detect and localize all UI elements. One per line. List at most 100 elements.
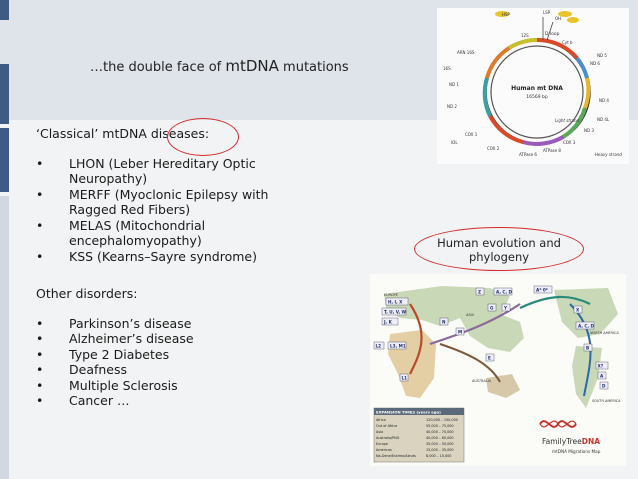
table-cell: Africa <box>376 418 386 422</box>
list-item: •KSS (Kearns–Sayre syndrome) <box>36 248 257 264</box>
list-item: •Cancer … <box>36 393 130 408</box>
table-cell: Americas <box>376 448 392 452</box>
light-strand-ring <box>490 45 584 139</box>
table-cell: 40,000 – 60,000 <box>426 436 454 440</box>
table-cell: 120,000 – 150,000 <box>426 418 458 422</box>
list-item: •Deafness <box>36 362 128 377</box>
land-north-america <box>554 288 618 338</box>
haplogroup-label: A* 0* <box>536 288 549 293</box>
slide-title: …the double face of mtDNA mutations <box>90 57 349 75</box>
region-label: SOUTH AMERICA <box>592 399 621 403</box>
haplogroup-label: Y <box>503 306 508 311</box>
haplogroup-label: X? <box>598 364 604 369</box>
diagram-label: D loop <box>545 31 560 37</box>
haplogroup-label: X <box>576 308 580 313</box>
classical-heading: ‘Classical’ mtDNA diseases: <box>36 126 210 141</box>
strand-label: Light strand <box>555 118 580 123</box>
accent-bar <box>0 196 9 479</box>
table-cell: Asia <box>376 430 383 434</box>
gene-label: COX 3 <box>563 140 576 145</box>
region-label: AUSTRALIA <box>471 379 492 383</box>
diagram-label: HSP <box>502 12 511 17</box>
migration-arrow <box>519 295 591 309</box>
migration-arrow <box>409 303 423 375</box>
gene-arc <box>485 46 511 79</box>
gene-arc <box>488 115 524 144</box>
gene-label: ND 4L <box>597 117 610 122</box>
gene-arc <box>583 77 591 109</box>
gene-label: ARN 16S <box>457 50 475 55</box>
haplogroup-label: A, C, D <box>578 324 594 329</box>
gene-label: IOL <box>451 140 458 145</box>
promoter-mark <box>567 17 579 23</box>
haplogroup-label: L3, M1 <box>390 344 406 349</box>
list-item: •Multiple Sclerosis <box>36 377 178 393</box>
classical-disease-list: •LHON (Leber Hereditary Optic Neuropathy… <box>36 156 296 265</box>
haplogroup-label: A, C, D <box>496 290 512 295</box>
haplogroup-label: E <box>488 356 491 361</box>
haplogroup-label: D <box>602 384 606 389</box>
migration-arrow <box>429 303 521 346</box>
haplogroup-label: L2 <box>376 344 382 349</box>
table-cell: Out of Africa <box>376 424 397 428</box>
gene-label: ND 4 <box>599 98 609 103</box>
gene-label: 12S <box>521 33 529 38</box>
haplogroup-label: N <box>442 320 446 325</box>
table-cell: Na-Dene/Eskimo/Aleuts <box>376 454 416 458</box>
table-cell: Australia/PNG <box>376 436 400 440</box>
list-item: •LHON (Leber Hereditary Optic Neuropathy… <box>36 155 256 187</box>
haplogroup-label: L1 <box>402 376 408 381</box>
dna-helix-icon <box>539 420 577 428</box>
gene-arc <box>561 107 587 139</box>
gene-label: COX 2 <box>487 146 500 151</box>
list-item: •Type 2 Diabetes <box>36 346 170 362</box>
haplogroup-label: G <box>490 306 494 311</box>
gene-label: ND 6 <box>590 61 600 66</box>
gene-label: Cyt b <box>562 40 573 45</box>
migration-arrow <box>439 343 501 383</box>
haplogroup-label: J, K <box>383 320 393 325</box>
table-cell: 8,000 – 10,000 <box>426 454 451 458</box>
table-header <box>374 408 464 415</box>
gene-label: ND 3 <box>584 128 594 133</box>
evolution-callout: Human evolution and phylogeny <box>437 236 561 264</box>
mtdna-migration-map: H, I, X T, U, V, W J, K N M L2 L3, M1 L1… <box>370 274 626 466</box>
brand-logo: FamilyTreeDNA <box>542 437 600 446</box>
other-disorder-list: •Parkinson’s disease •Alzheimer’s diseas… <box>36 316 296 409</box>
haplogroup-label: H, I, X <box>388 300 403 305</box>
gene-label: ND 5 <box>597 53 607 58</box>
table-cell: 15,000 – 35,000 <box>426 448 454 452</box>
land-australia <box>486 374 520 398</box>
promoter-mark <box>558 11 572 17</box>
haplogroup-label: T, U, V, W <box>384 310 407 315</box>
region-label: ASIA <box>465 313 474 317</box>
diagram-center-sublabel: 16569 bp <box>526 94 548 100</box>
gene-label: ATPase 8 <box>543 148 561 153</box>
other-heading: Other disorders: <box>36 286 138 301</box>
region-label: EUROPE <box>384 293 399 297</box>
list-item: •Alzheimer’s disease <box>36 331 194 346</box>
diagram-label: OH <box>555 16 561 21</box>
map-caption: mtDNA Migrations Map <box>552 449 601 454</box>
diagram-label: LSP <box>543 10 551 15</box>
gene-arc <box>482 77 492 117</box>
pointer-line <box>546 21 554 41</box>
table-cell: 40,000 – 70,000 <box>426 430 454 434</box>
haplogroup-label: A <box>600 374 604 379</box>
list-item: •MELAS (Mitochondrial encephalomyopathy) <box>36 217 206 249</box>
gene-arc <box>522 135 564 146</box>
highlight-ellipse <box>167 118 239 156</box>
mtdna-genome-diagram: Human mt DNA 16569 bp HSP LSP OH D loop … <box>437 8 629 164</box>
list-item: •Parkinson’s disease <box>36 315 192 331</box>
expansion-table <box>373 407 465 463</box>
promoter-mark <box>495 11 509 17</box>
gene-label: ATPase 6 <box>519 152 537 157</box>
table-cell: Europe <box>376 442 388 446</box>
disease-list-column: ‘Classical’ mtDNA diseases: •LHON (Leber… <box>36 126 296 409</box>
land-asia <box>460 314 524 352</box>
gene-label: 16S <box>443 66 451 71</box>
strand-label: Heavy strand <box>595 152 622 157</box>
table-title: EXPANSION TIMES (years ago) <box>376 410 441 415</box>
table-cell: 55,000 – 75,000 <box>426 424 454 428</box>
